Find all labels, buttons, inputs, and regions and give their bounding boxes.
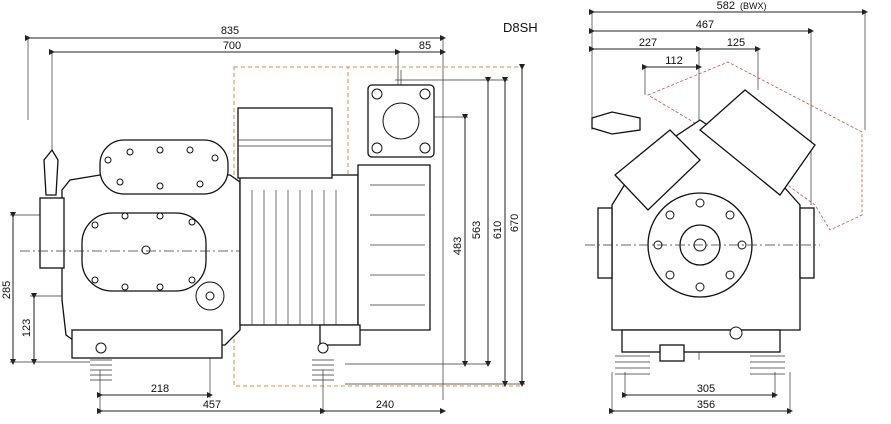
dim-610: 610 <box>492 221 504 239</box>
dim-123: 123 <box>21 319 33 337</box>
dim-582: 582 <box>717 0 735 12</box>
dim-125: 125 <box>727 37 745 49</box>
dim-305: 305 <box>697 383 715 395</box>
dim-112: 112 <box>665 55 683 67</box>
compressor-body-front <box>585 89 820 375</box>
compressor-body-side <box>20 70 435 381</box>
service-envelope <box>233 66 523 387</box>
dim-700: 700 <box>223 40 241 52</box>
dim-85: 85 <box>419 40 431 52</box>
front-view: 582 (BWX) 467 227 125 112 <box>585 0 868 414</box>
model-label: D8SH <box>503 20 538 35</box>
dim-670: 670 <box>509 214 521 232</box>
dim-240: 240 <box>376 399 394 411</box>
dim-457: 457 <box>203 399 221 411</box>
dim-227: 227 <box>639 37 657 49</box>
dim-218: 218 <box>151 383 169 395</box>
dim-285: 285 <box>1 281 13 299</box>
dim-356: 356 <box>697 399 715 411</box>
service-envelope-red <box>647 61 863 231</box>
dim-582-note: (BWX) <box>740 1 767 11</box>
dim-483: 483 <box>452 237 464 255</box>
dim-835: 835 <box>221 25 239 37</box>
side-view: 835 700 85 D8SH 563 483 610 670 285 123 <box>1 20 538 414</box>
dim-467: 467 <box>696 19 714 31</box>
dim-563: 563 <box>471 221 483 239</box>
